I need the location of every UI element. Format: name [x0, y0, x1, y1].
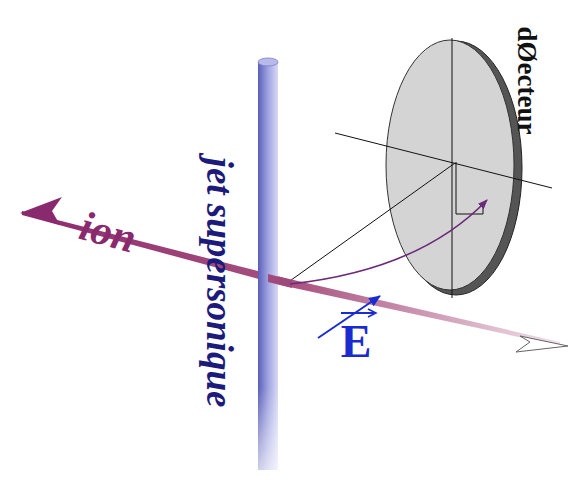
beam-label: ion: [76, 204, 141, 259]
leader-line: [287, 163, 455, 283]
field-label: E: [341, 319, 372, 365]
ion-beam-front: [268, 274, 292, 288]
ion-trajectory: [290, 200, 487, 284]
vector-overline: [341, 312, 374, 314]
ion-beam: [20, 197, 568, 352]
axis-line: [452, 38, 453, 298]
vector-overline-head: [368, 309, 376, 317]
projection-mark: [456, 162, 483, 214]
jet-label: jet supersonique: [201, 157, 238, 407]
supersonic-jet: [258, 58, 278, 470]
detector-label: dØecteur: [514, 26, 541, 134]
axis-line: [335, 133, 552, 188]
detector-disk: [386, 40, 522, 295]
